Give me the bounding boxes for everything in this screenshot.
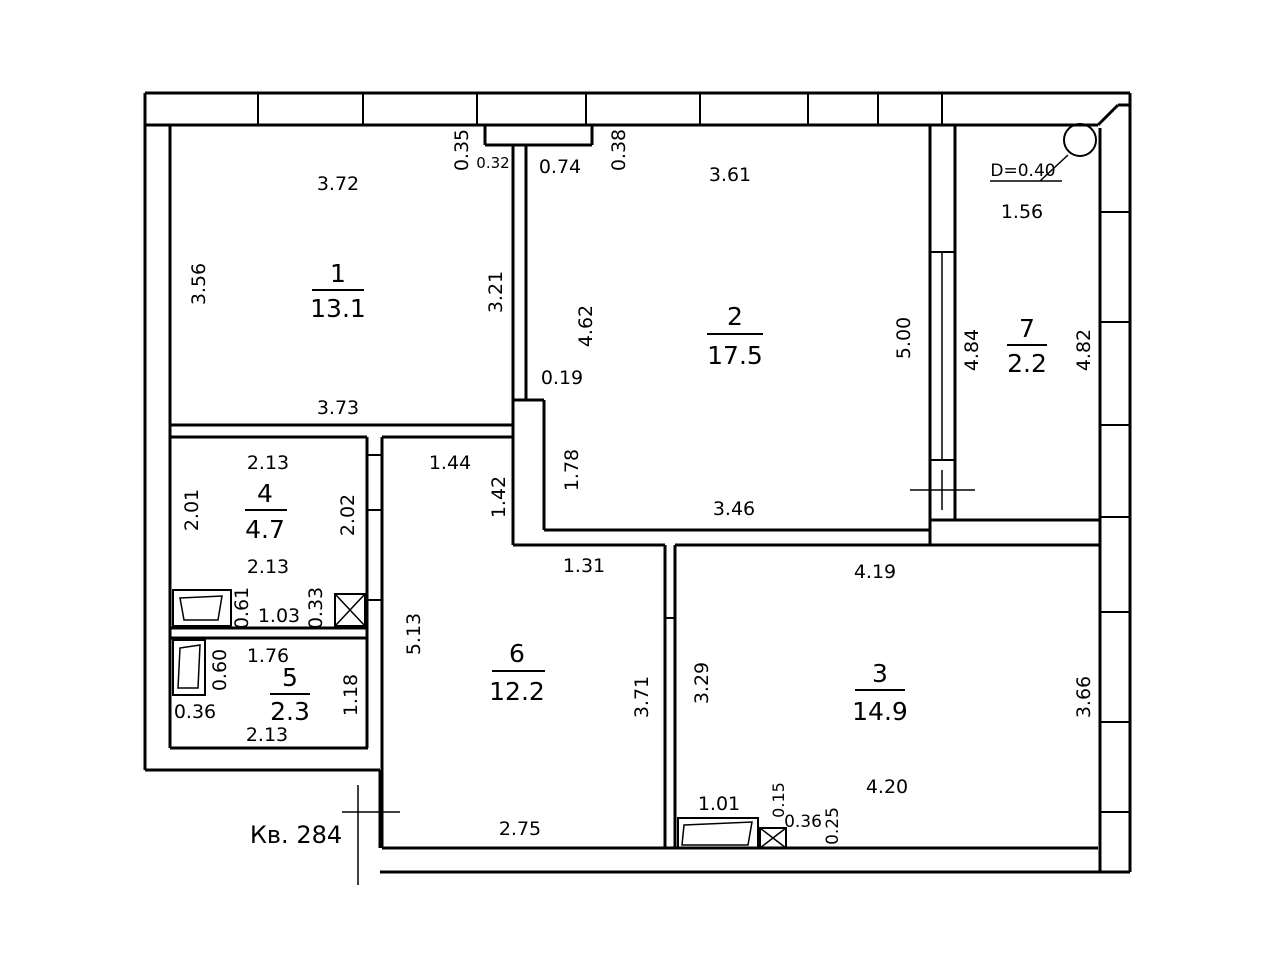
room-1-number: 1 [330,259,346,288]
room-4-number: 4 [257,479,273,508]
room-5-number: 5 [282,663,298,692]
dim-r2-step: 0.19 [541,367,583,389]
room-6-area: 12.2 [489,677,545,706]
room-3-area: 14.9 [852,697,908,726]
dim-r1-left: 3.56 [188,263,210,305]
dim-r4-top: 2.13 [247,452,289,474]
dim-r3-b: 0.15 [769,782,788,818]
room-5-area: 2.3 [270,697,310,726]
fixtures [172,123,1097,849]
dimensions: 3.72 3.56 3.21 3.73 0.35 0.32 0.74 0.38 … [174,129,1095,845]
dim-r3-d: 0.25 [823,807,843,845]
dim-r3-top: 4.19 [854,561,896,583]
dim-niche-c: 0.74 [539,156,581,178]
dim-r4-right: 2.02 [337,494,359,536]
dim-r4-bottom: 2.13 [247,556,289,578]
walls [143,91,1132,885]
dim-r2-left: 4.62 [575,305,597,347]
dim-r3-a: 1.01 [698,793,740,815]
dim-r5-bottom: 2.13 [246,724,288,746]
dim-r1-bottom: 3.73 [317,397,359,419]
dim-r7-d: D=0.40 [990,161,1055,181]
shaft-box-icon-kitchen [759,827,787,849]
dim-r6-bottom: 2.75 [499,818,541,840]
room-7-area: 2.2 [1007,349,1047,378]
dim-niche-d: 0.38 [608,129,630,171]
dim-r6-left: 5.13 [403,613,425,655]
room-4-area: 4.7 [245,515,285,544]
room-2-number: 2 [727,302,743,331]
room-7-number: 7 [1019,314,1035,343]
dim-r3-left: 3.29 [691,662,713,704]
dim-r1-right: 3.21 [485,271,507,313]
toilet-icon [172,639,206,696]
dim-r6-right: 3.71 [631,676,653,718]
dim-r7-left: 4.84 [961,329,983,371]
dim-r2-top: 3.61 [709,164,751,186]
dim-r7-right: 4.82 [1073,329,1095,371]
dim-niche-b: 0.32 [476,154,509,172]
dim-r4-c: 0.33 [305,587,327,629]
dim-r5-b: 0.36 [174,701,216,723]
stove-icon [677,817,759,849]
dim-r1-top: 3.72 [317,173,359,195]
room-3-number: 3 [872,659,888,688]
partitions [170,125,1100,848]
room-6-number: 6 [509,639,525,668]
dim-r6-a: 1.42 [488,476,510,518]
dim-r2-step-h: 1.78 [561,449,583,491]
dim-r4-b: 1.03 [258,605,300,627]
dim-r4-a: 0.61 [231,587,253,629]
dim-r3-c: 0.36 [784,812,822,832]
dim-r4-left: 2.01 [181,489,203,531]
dim-r3-right: 3.66 [1073,676,1095,718]
dim-niche-a: 0.35 [451,129,473,171]
dim-r6-top: 1.44 [429,452,471,474]
room-labels: 1 13.1 2 17.5 3 14.9 4 4.7 5 2.3 6 12.2 … [245,259,1047,726]
dim-r7-top: 1.56 [1001,201,1043,223]
dim-r5-right: 1.18 [340,674,362,716]
apartment-label: Кв. 284 [250,821,342,849]
washbasin-icon [172,589,232,627]
dim-r5-a: 0.60 [209,649,231,691]
room-1-area: 13.1 [310,294,366,323]
dim-r3-bottom: 4.20 [866,776,908,798]
dim-r6-b: 1.31 [563,555,605,577]
dim-r2-bottom: 3.46 [713,498,755,520]
room-2-area: 17.5 [707,341,763,370]
shaft-box-icon [334,593,366,627]
vent-shaft-icon [1063,123,1097,157]
dim-r2-right: 5.00 [893,317,915,359]
dim-r5-top: 1.76 [247,645,289,667]
